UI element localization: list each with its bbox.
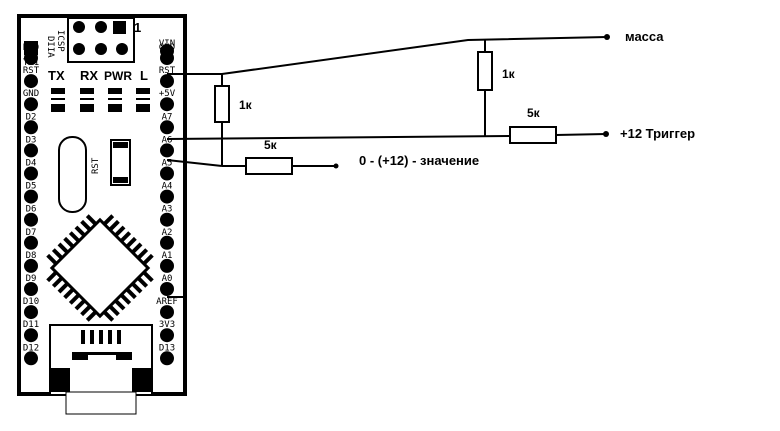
pin-3v3 [160, 328, 174, 343]
pin-label: A6 [162, 135, 173, 145]
pin-label: D3 [26, 135, 37, 145]
pin-d8 [24, 258, 38, 273]
pin-label: A3 [162, 205, 173, 215]
pin-label: TX1 [23, 58, 39, 68]
pin-5v [160, 97, 174, 112]
pin-vin [160, 44, 174, 58]
resistor-r4 [509, 126, 557, 144]
reset-button: RST [91, 139, 131, 186]
pin-label: GND [23, 89, 39, 99]
value-terminal [333, 163, 339, 169]
ground-terminal [604, 34, 610, 40]
mcu-chip [46, 214, 154, 322]
pin-label: AREF [156, 297, 178, 307]
pin-d4 [24, 166, 38, 181]
pin-label: D12 [23, 343, 39, 353]
a7-wire [166, 135, 511, 140]
led-label-tx: TX [48, 68, 65, 83]
r3-value-label: 5к [264, 138, 278, 152]
pin-label: D2 [26, 112, 37, 122]
pin-a3 [160, 212, 174, 227]
resistor-r2 [477, 51, 493, 91]
header-number: 1 [134, 20, 141, 35]
pin-d5 [24, 189, 38, 204]
crystal [58, 136, 87, 213]
resistor-r3 [245, 157, 293, 175]
r1-value-label: 1к [239, 98, 253, 112]
right-pin-header: GNDRST+5VA7A6A5A4A3A2A1A0AREF3V3D13VIN [156, 39, 178, 366]
pin-d12 [24, 351, 38, 366]
pin-label: D8 [26, 251, 37, 261]
ground-label: масса [625, 29, 664, 44]
icsp-label: ICSP [55, 30, 65, 52]
pin-label: RX0 [23, 43, 39, 53]
pin-d9 [24, 282, 38, 296]
pin-a6 [160, 143, 174, 158]
pin-gnd [24, 97, 38, 112]
pin-a7 [160, 120, 174, 135]
value-label: 0 - (+12) - значение [359, 153, 479, 168]
resistor-r1 [214, 85, 230, 123]
pin-rst [160, 74, 174, 89]
r4-value-label: 5к [527, 106, 541, 120]
pin-label: +5V [159, 89, 176, 99]
pin-label: D5 [26, 182, 37, 192]
pin-rx0 [24, 51, 38, 65]
pin-label: D13 [159, 343, 175, 353]
led-label-pwr: PWR [104, 69, 132, 83]
pin-d13 [160, 351, 174, 366]
pin-d7 [24, 235, 38, 250]
pin-d11 [24, 328, 38, 343]
pin-label: D9 [26, 274, 37, 284]
pin-a4 [160, 189, 174, 204]
pin-label: A2 [162, 228, 173, 238]
circuit: 1к 1к 5к 5к масса +12 Триггер 0 - (+12) … [166, 29, 695, 298]
diia-label: DIIA [45, 36, 55, 58]
pin-label: RST [23, 66, 40, 76]
status-leds: TX RX PWR L [48, 68, 150, 112]
trigger-terminal [603, 131, 609, 137]
pin-d2 [24, 120, 38, 135]
pin-label: D11 [23, 320, 39, 330]
pin-a5 [160, 166, 174, 181]
pin-label: D10 [23, 297, 39, 307]
pin-rst [24, 74, 38, 89]
pin-a1 [160, 258, 174, 273]
pin-aref [160, 305, 174, 320]
pin-label: D7 [26, 228, 37, 238]
pin-label: A7 [162, 112, 173, 122]
led-label-rx: RX [80, 68, 98, 83]
rst-label: RST [91, 157, 101, 174]
pin-label: RST [159, 66, 176, 76]
trigger-label: +12 Триггер [620, 126, 695, 141]
ground-wire [167, 36, 608, 75]
led-label-l: L [140, 68, 148, 83]
pin-label: A1 [162, 251, 173, 261]
pin-label: D4 [26, 159, 37, 169]
pin-a2 [160, 235, 174, 250]
pin-label: D6 [26, 205, 37, 215]
usb-connector [49, 324, 153, 415]
r2-value-label: 1к [502, 67, 516, 81]
pin-label: A5 [162, 159, 173, 169]
pin-d3 [24, 143, 38, 158]
pin-label: A4 [162, 182, 173, 192]
pin-a0 [160, 282, 174, 296]
pin-label: A0 [162, 274, 173, 284]
pin-d6 [24, 212, 38, 227]
pin-d10 [24, 305, 38, 320]
pin-label: 3V3 [159, 320, 175, 330]
